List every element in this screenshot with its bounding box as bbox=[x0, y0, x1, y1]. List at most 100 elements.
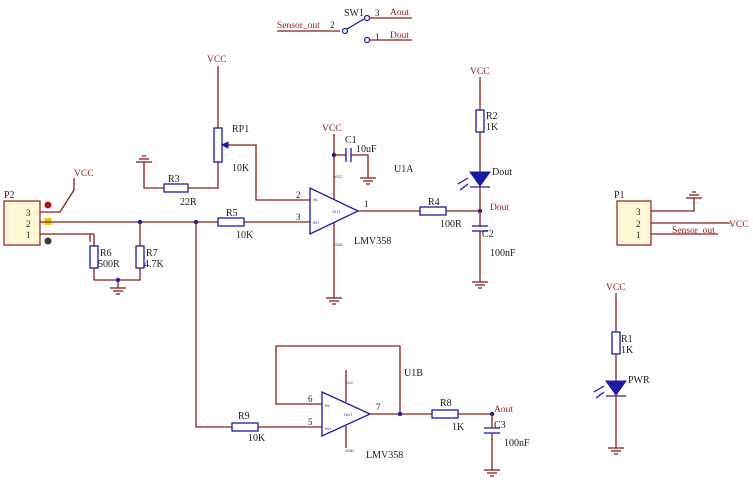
r8-ref: R8 bbox=[440, 398, 452, 409]
potentiometer-rp1 bbox=[213, 127, 223, 163]
u1b-pin-6: 6 bbox=[308, 394, 313, 404]
u1a-vcc: VCC bbox=[334, 174, 343, 179]
p2-vcc-label: VCC bbox=[74, 169, 94, 179]
led-dout-ref: Dout bbox=[492, 167, 512, 178]
resistor-r9 bbox=[231, 422, 259, 432]
p1-ref: P1 bbox=[614, 190, 625, 201]
resistor-r7 bbox=[135, 245, 145, 269]
u1a-in-plus: IN+ bbox=[313, 220, 320, 225]
p2-vcc-wire bbox=[40, 178, 75, 213]
u1b-gnd: GND bbox=[345, 448, 354, 453]
u1b-ref: U1B bbox=[404, 368, 423, 379]
resistor-r8 bbox=[431, 409, 459, 419]
connector-p2: P2 3 2 1 bbox=[3, 190, 52, 246]
pwr-vcc-label: VCC bbox=[606, 283, 626, 293]
p1-pin-2: 2 bbox=[636, 219, 641, 229]
c1-ref: C1 bbox=[345, 135, 357, 146]
ground-symbol bbox=[360, 177, 376, 185]
led-pwr-ray bbox=[593, 385, 605, 393]
dout-net-label: Dout bbox=[490, 203, 509, 213]
sw1-throw-3 bbox=[363, 14, 371, 22]
p1-vcc-label: VCC bbox=[729, 220, 749, 230]
resistor-r6 bbox=[89, 245, 99, 269]
r7-ref: R7 bbox=[146, 248, 158, 259]
opamp-u1a bbox=[309, 186, 360, 236]
opamp-u1b bbox=[321, 390, 372, 438]
sw1-pin-3: 3 bbox=[375, 8, 380, 18]
p2-ref: P2 bbox=[4, 190, 15, 201]
r4-ref: R4 bbox=[428, 197, 440, 208]
u1a-out: OUT bbox=[332, 209, 341, 214]
ground-symbol bbox=[608, 447, 624, 455]
u1b-value: LMV358 bbox=[366, 450, 403, 461]
u1a-pin-3: 3 bbox=[296, 212, 301, 222]
r3-left-wire bbox=[143, 176, 164, 189]
p1-pin-3: 3 bbox=[636, 207, 641, 217]
r8-value: 1K bbox=[452, 422, 465, 433]
p2-gnd-pin-dot bbox=[44, 237, 52, 245]
sw1-sensor-out-label: Sensor_out bbox=[277, 21, 320, 31]
sw1-pin-2: 2 bbox=[330, 20, 335, 30]
aout-net-label: Aout bbox=[494, 405, 513, 415]
ground-symbol bbox=[484, 469, 500, 477]
ground-symbol bbox=[326, 297, 342, 305]
c3-value: 100nF bbox=[504, 438, 530, 449]
led-dout-ray bbox=[457, 177, 469, 185]
c2-value: 100nF bbox=[490, 248, 516, 259]
u1a-value: LMV358 bbox=[354, 236, 391, 247]
u1b-in-minus: IN- bbox=[325, 403, 331, 408]
sw1-dout-label: Dout bbox=[390, 31, 409, 41]
c3-ref: C3 bbox=[494, 420, 506, 431]
rp1-ref: RP1 bbox=[232, 124, 249, 135]
rp1-value: 10K bbox=[232, 163, 250, 174]
sense-to-u1b-wire bbox=[195, 222, 232, 428]
r3-ref: R3 bbox=[168, 174, 180, 185]
p2-pin-3: 3 bbox=[26, 208, 31, 218]
led-dout-ray bbox=[459, 183, 469, 191]
led-pwr-ref: PWR bbox=[628, 375, 650, 386]
r2-value: 1K bbox=[486, 122, 499, 133]
p2-body bbox=[3, 200, 41, 246]
u1a-gnd: GND bbox=[334, 242, 343, 247]
p1-body bbox=[616, 200, 652, 246]
r4-value: 100R bbox=[440, 219, 462, 230]
u1b-feedback-wire bbox=[275, 345, 401, 414]
resistor-r2 bbox=[475, 109, 485, 133]
p2-pin-1: 1 bbox=[26, 230, 31, 240]
u1a-vcc-label: VCC bbox=[322, 124, 342, 134]
led-pwr-ray bbox=[595, 391, 605, 399]
junction bbox=[137, 219, 143, 225]
u1b-pin-7: 7 bbox=[376, 402, 381, 412]
c1-gnd-wire bbox=[351, 154, 369, 178]
sw1-aout-label: Aout bbox=[390, 8, 409, 18]
r5-value: 10K bbox=[236, 230, 254, 241]
u1b-pin-5: 5 bbox=[308, 417, 313, 427]
ground-symbol bbox=[110, 280, 126, 295]
sw1-pin-1: 1 bbox=[375, 32, 380, 42]
resistor-r4 bbox=[419, 206, 447, 216]
r1-value: 1K bbox=[621, 345, 634, 356]
r3-rp1-wire bbox=[188, 162, 219, 189]
r9-ref: R9 bbox=[238, 411, 250, 422]
switch-sw1-lever bbox=[346, 18, 365, 30]
ground-symbol bbox=[136, 155, 152, 176]
rp1-wiper-arrow bbox=[220, 141, 229, 149]
sw1-common bbox=[341, 27, 349, 35]
r2-vcc-label: VCC bbox=[470, 67, 490, 77]
resistor-r5 bbox=[217, 217, 245, 227]
r7-value: 4.7K bbox=[144, 259, 165, 270]
u1a-in-minus: IN- bbox=[313, 197, 319, 202]
p1-gnd-wire bbox=[651, 198, 695, 212]
rp1-vcc-label: VCC bbox=[207, 55, 227, 65]
u1a-pin-1: 1 bbox=[364, 199, 369, 209]
ground-symbol bbox=[686, 191, 702, 199]
sw1-throw-1 bbox=[363, 36, 371, 44]
rp1-wiper-wire bbox=[228, 144, 310, 201]
led-dout-icon bbox=[469, 171, 491, 187]
r6-ref: R6 bbox=[100, 248, 112, 259]
r3-value: 22R bbox=[180, 197, 197, 208]
u1a-ref: U1A bbox=[394, 164, 414, 175]
ground-symbol bbox=[472, 281, 488, 289]
p2-pin-2: 2 bbox=[26, 219, 31, 229]
